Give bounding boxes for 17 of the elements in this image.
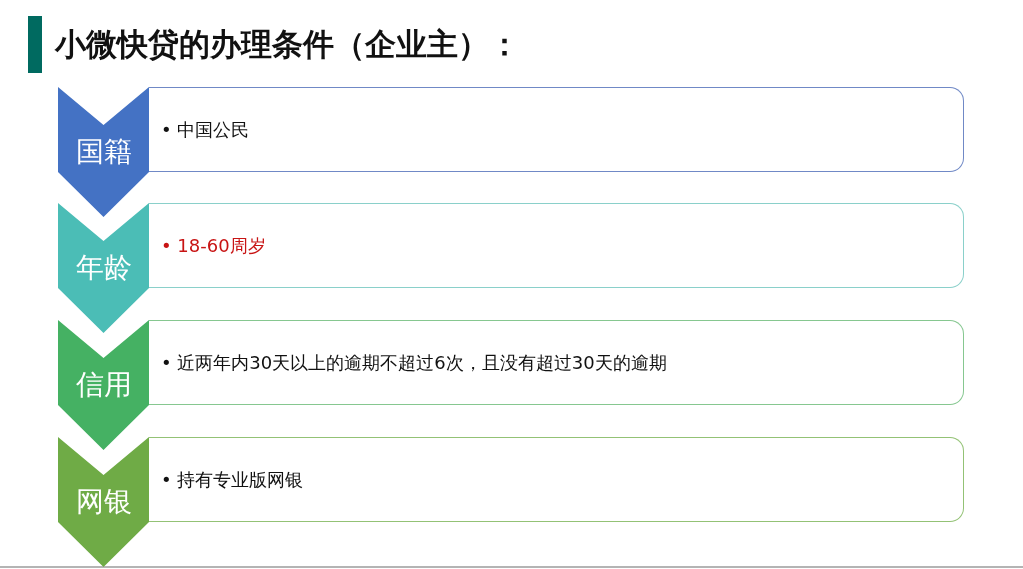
condition-box — [149, 437, 964, 522]
bullet-item: • 18-60周岁 — [161, 233, 266, 258]
chevron-label: 网银 — [74, 485, 133, 519]
bullet-item: • 近两年内30天以上的逾期不超过6次，且没有超过30天的逾期 — [161, 350, 667, 375]
condition-box — [149, 203, 964, 288]
condition-box — [149, 320, 964, 405]
bullet-item: • 持有专业版网银 — [161, 467, 304, 492]
chevron-label: 国籍 — [74, 135, 133, 169]
bullet-item: • 中国公民 — [161, 117, 250, 142]
condition-box — [149, 87, 964, 172]
chevron-shape — [58, 203, 149, 333]
slide-title: 小微快贷的办理条件（企业主）： — [55, 25, 520, 64]
chevron-label: 年龄 — [74, 251, 133, 285]
chevron-shape — [58, 320, 149, 450]
chevron-label: 信用 — [74, 368, 133, 402]
chevron-shape — [58, 437, 149, 567]
chevron-shape — [58, 87, 149, 217]
